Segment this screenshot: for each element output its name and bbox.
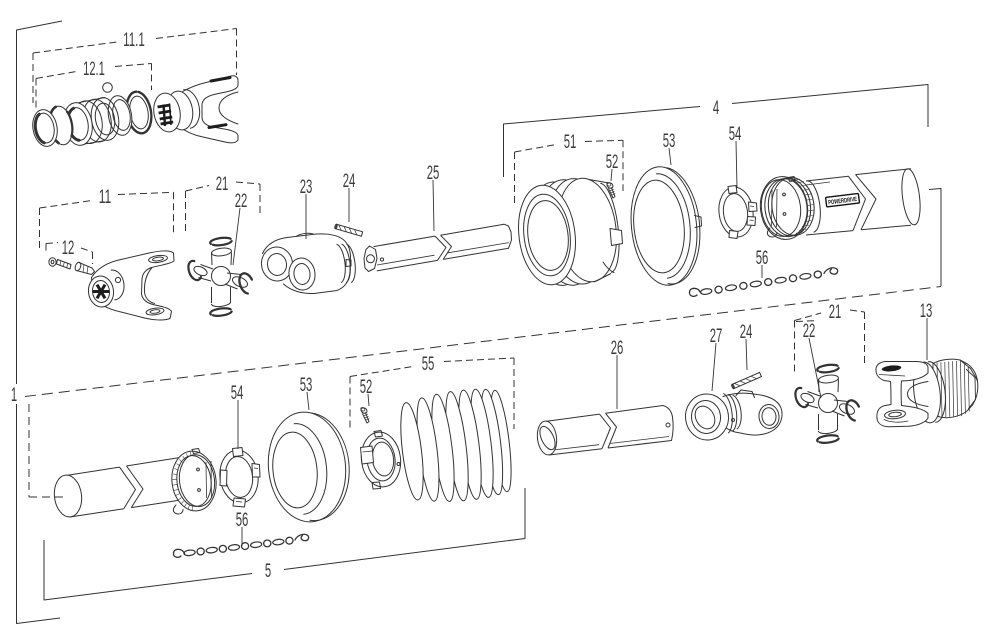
svg-text:26: 26 — [611, 338, 624, 359]
svg-text:12: 12 — [62, 238, 75, 259]
svg-text:5: 5 — [265, 561, 271, 582]
svg-text:24: 24 — [343, 171, 356, 192]
svg-text:55: 55 — [422, 354, 435, 375]
svg-text:56: 56 — [756, 248, 769, 269]
svg-text:1: 1 — [11, 385, 17, 406]
svg-text:13: 13 — [920, 301, 933, 322]
svg-text:54: 54 — [231, 383, 244, 404]
svg-text:23: 23 — [300, 177, 313, 198]
svg-text:21: 21 — [216, 174, 229, 195]
svg-text:12.1: 12.1 — [83, 59, 105, 80]
svg-text:27: 27 — [710, 326, 723, 347]
svg-text:11.1: 11.1 — [123, 30, 145, 51]
svg-text:POWERDRIVE: POWERDRIVE — [828, 196, 858, 207]
svg-text:21: 21 — [829, 302, 842, 323]
svg-text:25: 25 — [427, 163, 440, 184]
svg-text:52: 52 — [360, 377, 373, 398]
svg-text:11: 11 — [99, 187, 112, 208]
svg-text:22: 22 — [235, 191, 248, 212]
svg-text:24: 24 — [740, 322, 753, 343]
svg-text:56: 56 — [236, 510, 249, 531]
svg-text:52: 52 — [606, 152, 619, 173]
svg-text:22: 22 — [803, 321, 816, 342]
svg-text:53: 53 — [663, 131, 676, 152]
svg-text:51: 51 — [564, 132, 577, 153]
svg-text:4: 4 — [713, 98, 720, 119]
svg-text:53: 53 — [300, 375, 313, 396]
svg-text:54: 54 — [729, 124, 742, 145]
